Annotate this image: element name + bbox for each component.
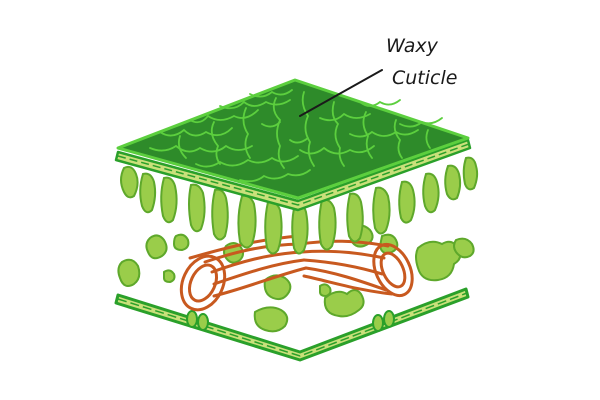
palisade-cell <box>398 180 416 224</box>
vein-strand <box>304 266 388 292</box>
upper-epidermis <box>114 138 472 212</box>
waxy-cuticle-label: Waxy Cuticle <box>299 35 457 117</box>
vein-strand <box>203 242 302 264</box>
palisade-cell <box>139 172 157 214</box>
vascular-bundle <box>179 234 414 312</box>
spongy-cell <box>145 234 168 260</box>
vein-end-left-inner <box>187 263 219 303</box>
spongy-cell <box>163 269 176 284</box>
label-line-2: Cuticle <box>392 67 457 89</box>
label-pointer-line <box>299 69 383 117</box>
spongy-cell <box>172 233 190 252</box>
palisade-cell <box>291 202 309 255</box>
vein-strand <box>298 239 390 248</box>
vein-strand <box>210 250 304 274</box>
spongy-cell <box>117 258 141 287</box>
spongy-cell <box>253 306 289 333</box>
stoma-right <box>372 310 395 332</box>
palisade-cell <box>318 198 337 251</box>
vein-strand <box>212 258 306 286</box>
vein-strand <box>300 249 386 260</box>
label-line-1: Waxy <box>386 35 439 57</box>
palisade-cell <box>211 188 229 241</box>
palisade-cell <box>120 165 139 199</box>
palisade-cell <box>422 172 440 214</box>
vein-end-right-inner <box>379 251 407 289</box>
lower-epidermis <box>114 287 470 362</box>
palisade-cell <box>372 186 391 235</box>
spongy-cell <box>453 237 475 259</box>
palisade-cell <box>462 156 479 191</box>
vein-end-left-outer <box>179 254 227 312</box>
spongy-cell <box>323 289 365 318</box>
vein-strand <box>302 274 394 296</box>
palisade-cell <box>346 192 364 243</box>
stoma-left <box>186 310 209 331</box>
palisade-cell <box>160 176 178 224</box>
spongy-cell <box>319 283 332 298</box>
palisade-cell <box>264 200 283 255</box>
palisade-mesophyll <box>120 156 479 255</box>
vein-strand <box>212 266 308 298</box>
palisade-cell <box>444 164 462 201</box>
waxy-cuticle-surface <box>116 78 470 200</box>
palisade-cell <box>237 194 257 249</box>
spongy-cell <box>415 240 462 282</box>
palisade-cell <box>188 183 206 233</box>
cell-wall-pattern <box>149 89 443 183</box>
vein-strand <box>302 258 384 276</box>
